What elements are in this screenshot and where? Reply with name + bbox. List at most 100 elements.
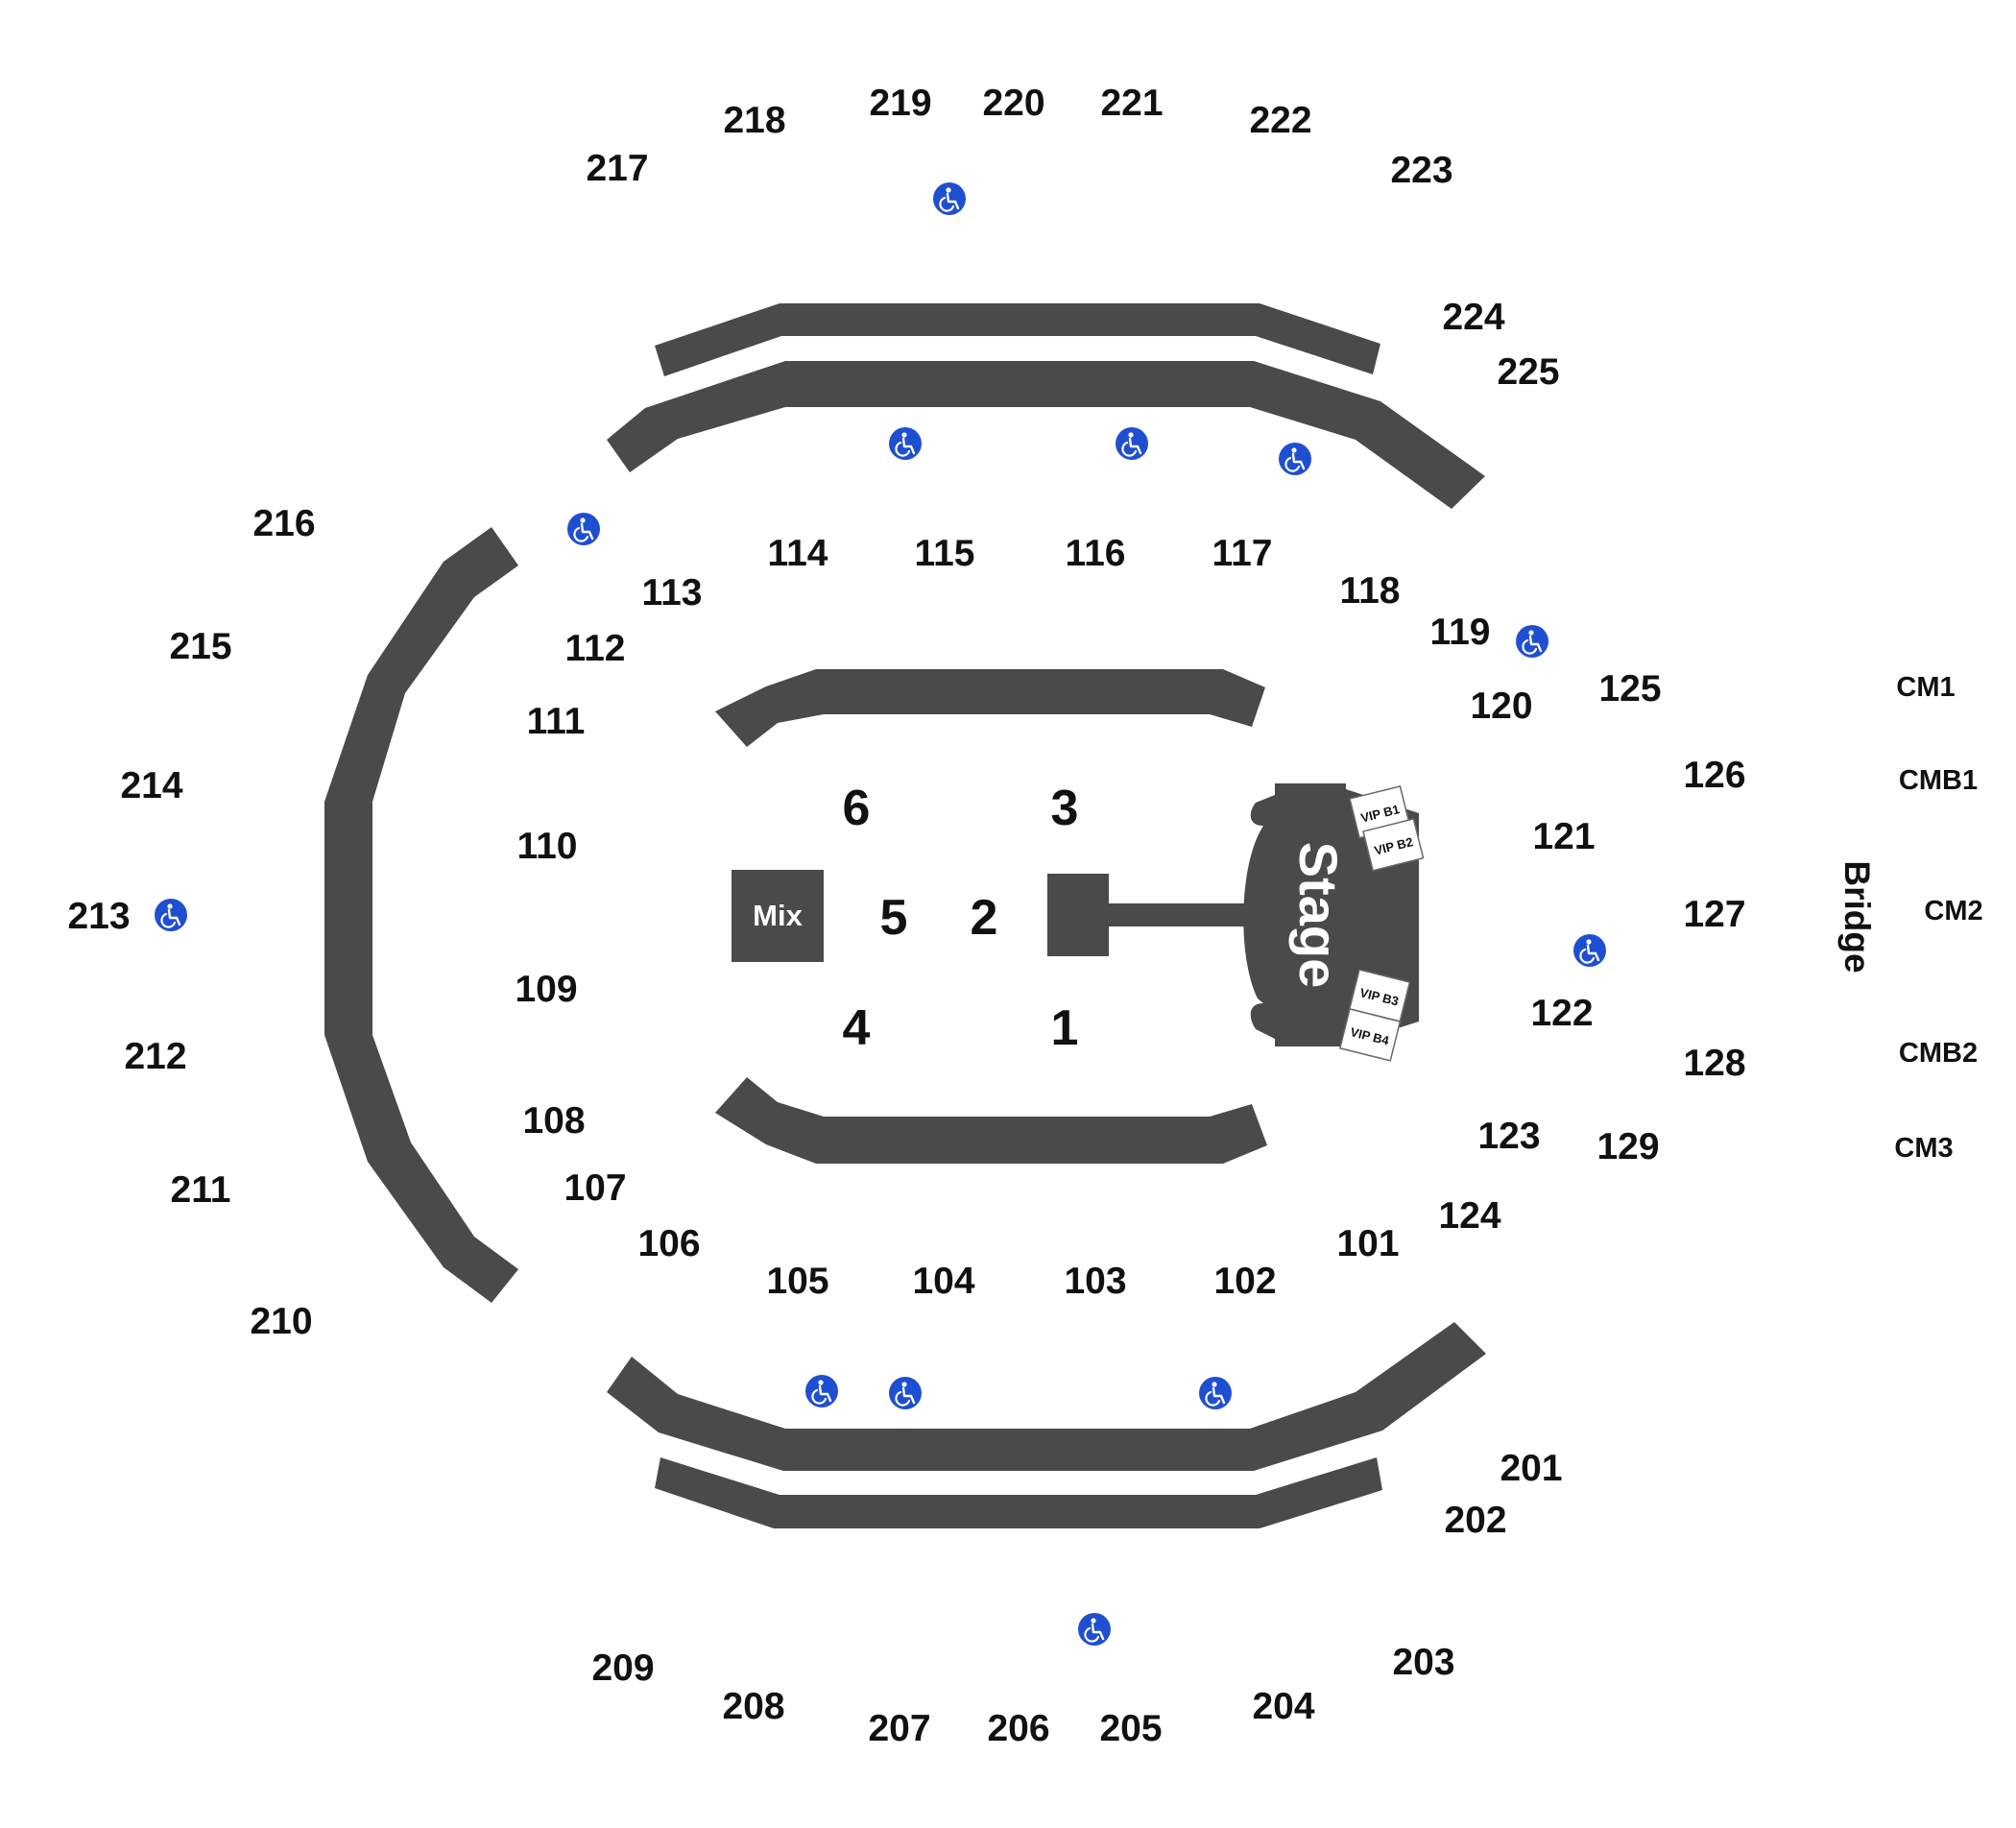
wheelchair-icon	[1573, 934, 1606, 967]
section-104[interactable]: 104	[912, 1261, 974, 1302]
section-114[interactable]: 114	[768, 533, 828, 574]
club-section-cm3[interactable]: CM3	[1894, 1133, 1953, 1164]
lower-top-band	[607, 361, 1485, 509]
section-101[interactable]: 101	[1336, 1223, 1399, 1264]
upper-top-band	[655, 303, 1380, 376]
section-220[interactable]: 220	[982, 83, 1044, 124]
section-126[interactable]: 126	[1683, 755, 1745, 796]
section-110[interactable]: 110	[517, 826, 578, 867]
floor-section-3[interactable]: 3	[1051, 781, 1079, 836]
section-109[interactable]: 109	[515, 969, 577, 1010]
section-201[interactable]: 201	[1500, 1448, 1562, 1489]
wheelchair-icon	[889, 1377, 922, 1409]
wheelchair-icon	[1199, 1377, 1232, 1409]
floor-section-6[interactable]: 6	[843, 781, 871, 836]
floor-sections: 1 2 3 4 5 6	[843, 781, 1079, 1056]
bridge-label: Bridge	[1837, 860, 1877, 973]
stage-thrust-block[interactable]	[1047, 874, 1109, 956]
club-section-cm2[interactable]: CM2	[1924, 896, 1982, 926]
section-106[interactable]: 106	[637, 1223, 700, 1264]
stage-area: Stage VIP B1 VIP B2 VIP B3 VIP B4	[1047, 783, 1425, 1062]
vip-box-b2[interactable]: VIP B2	[1362, 818, 1425, 872]
concourse-bands	[324, 303, 1486, 1528]
wheelchair-icon	[889, 427, 922, 460]
section-128[interactable]: 128	[1683, 1043, 1745, 1084]
section-222[interactable]: 222	[1249, 100, 1311, 141]
section-129[interactable]: 129	[1596, 1126, 1659, 1167]
upper-bottom-band	[655, 1457, 1382, 1528]
section-112[interactable]: 112	[565, 628, 626, 669]
section-209[interactable]: 209	[591, 1648, 654, 1689]
left-band	[324, 527, 518, 1303]
section-115[interactable]: 115	[915, 533, 975, 574]
sections-200-level: 201 202 203 204 205 206 207 208 209 210 …	[67, 83, 1562, 1749]
section-121[interactable]: 121	[1532, 816, 1595, 857]
section-218[interactable]: 218	[723, 100, 785, 141]
wheelchair-icon	[805, 1375, 838, 1407]
section-107[interactable]: 107	[564, 1167, 626, 1209]
club-section-cmb2[interactable]: CMB2	[1899, 1038, 1978, 1069]
mix-label: Mix	[753, 899, 803, 932]
section-124[interactable]: 124	[1438, 1195, 1500, 1237]
section-103[interactable]: 103	[1064, 1261, 1126, 1302]
wheelchair-icon	[1279, 443, 1311, 475]
wheelchair-icon	[1116, 427, 1148, 460]
floor-upper-band	[715, 669, 1265, 747]
section-117[interactable]: 117	[1212, 533, 1273, 574]
section-221[interactable]: 221	[1100, 83, 1163, 124]
stage-runway	[1106, 903, 1252, 926]
section-219[interactable]: 219	[869, 83, 931, 124]
section-206[interactable]: 206	[987, 1708, 1049, 1749]
section-108[interactable]: 108	[522, 1100, 585, 1142]
mix-booth[interactable]: Mix	[732, 870, 824, 962]
section-125[interactable]: 125	[1598, 668, 1661, 710]
section-213[interactable]: 213	[67, 896, 130, 937]
section-102[interactable]: 102	[1213, 1261, 1276, 1302]
section-202[interactable]: 202	[1444, 1500, 1506, 1541]
club-section-cmb1[interactable]: CMB1	[1899, 765, 1978, 796]
mix-booth-box	[732, 870, 824, 962]
section-116[interactable]: 116	[1066, 533, 1126, 574]
stage-label: Stage	[1288, 842, 1349, 989]
section-118[interactable]: 118	[1340, 570, 1401, 612]
sections-100-level: 101 102 103 104 105 106 107 108 109 110 …	[515, 533, 1745, 1302]
section-214[interactable]: 214	[120, 765, 182, 806]
wheelchair-icon	[1516, 625, 1548, 658]
club-section-cm1[interactable]: CM1	[1896, 672, 1955, 703]
section-127[interactable]: 127	[1683, 894, 1745, 935]
accessible-seating-markers	[155, 182, 1606, 1646]
section-205[interactable]: 205	[1099, 1708, 1162, 1749]
section-210[interactable]: 210	[250, 1301, 312, 1342]
section-211[interactable]: 211	[171, 1169, 231, 1211]
section-208[interactable]: 208	[722, 1686, 784, 1727]
club-sections: CM1 CMB1 CM2 CMB2 CM3	[1894, 672, 1982, 1164]
section-203[interactable]: 203	[1392, 1642, 1454, 1683]
section-223[interactable]: 223	[1390, 150, 1452, 191]
wheelchair-icon	[933, 182, 966, 215]
section-120[interactable]: 120	[1470, 686, 1532, 727]
floor-section-5[interactable]: 5	[880, 890, 908, 946]
floor-lower-band	[715, 1077, 1267, 1164]
section-204[interactable]: 204	[1252, 1686, 1314, 1727]
floor-section-2[interactable]: 2	[971, 890, 998, 946]
section-225[interactable]: 225	[1497, 351, 1559, 393]
section-215[interactable]: 215	[169, 626, 231, 667]
section-216[interactable]: 216	[252, 503, 315, 544]
section-113[interactable]: 113	[642, 572, 703, 613]
wheelchair-icon	[1078, 1613, 1111, 1646]
section-217[interactable]: 217	[586, 148, 648, 189]
vip-box-b4[interactable]: VIP B4	[1338, 1008, 1402, 1062]
section-207[interactable]: 207	[868, 1708, 930, 1749]
lower-bottom-band	[607, 1322, 1486, 1471]
wheelchair-icon	[155, 899, 187, 931]
section-119[interactable]: 119	[1430, 612, 1491, 653]
section-212[interactable]: 212	[124, 1036, 186, 1077]
section-111[interactable]: 111	[527, 701, 586, 742]
section-224[interactable]: 224	[1442, 297, 1504, 338]
section-123[interactable]: 123	[1477, 1116, 1540, 1157]
floor-section-1[interactable]: 1	[1051, 1000, 1079, 1056]
section-122[interactable]: 122	[1530, 993, 1593, 1034]
floor-section-4[interactable]: 4	[843, 1000, 871, 1056]
section-105[interactable]: 105	[766, 1261, 828, 1302]
